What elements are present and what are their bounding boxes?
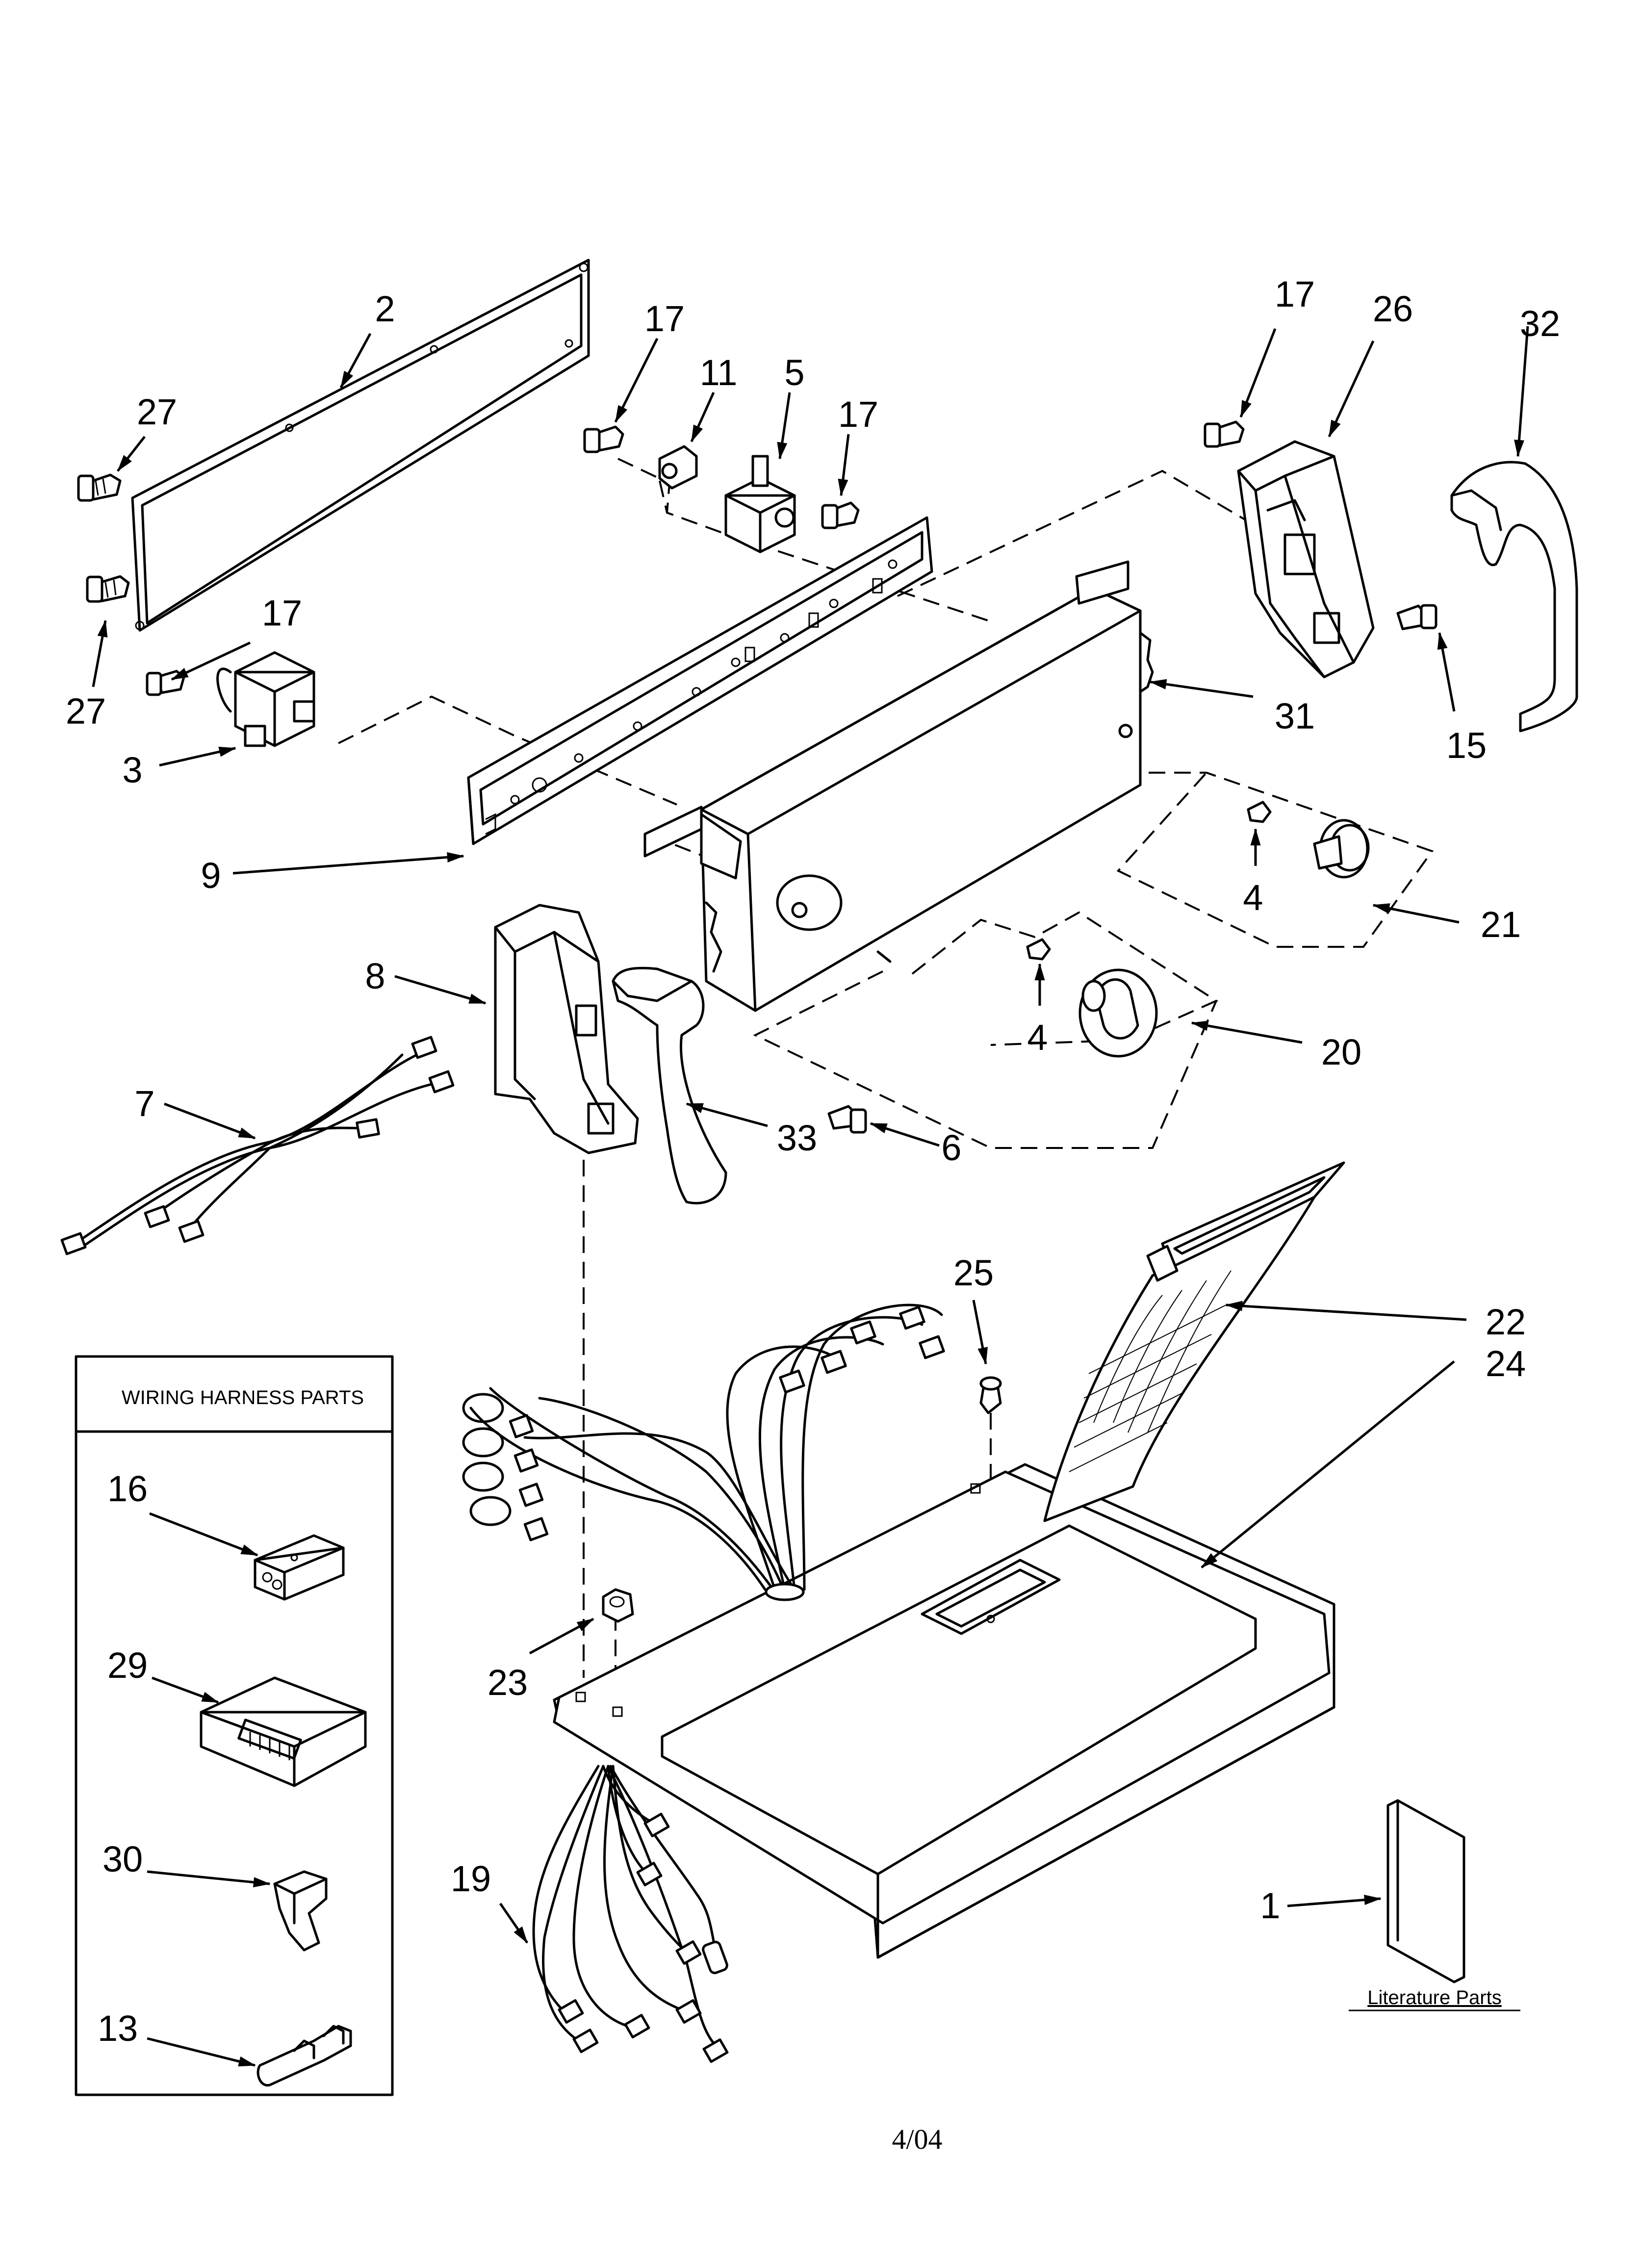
callout-3: 3 [122, 750, 142, 790]
part-27-screw-lower [86, 575, 130, 603]
callout-6: 6 [941, 1127, 961, 1168]
wiring-harness-parts-box [75, 1355, 394, 2096]
callout-25: 25 [953, 1252, 994, 1293]
part-19-wire-harness [532, 1765, 729, 2063]
part-11-clip [658, 445, 698, 490]
callout-30: 30 [103, 1839, 143, 1879]
callout-11: 11 [700, 352, 738, 393]
callout-32: 32 [1520, 303, 1560, 344]
part-1-literature [1386, 1799, 1465, 1983]
callout-31: 31 [1275, 696, 1315, 736]
callout-16: 16 [107, 1468, 148, 1509]
callout-29: 29 [107, 1645, 148, 1686]
part-4-clip-lower [1026, 938, 1051, 961]
callout-9: 9 [201, 855, 221, 896]
callout-labels: 2 27 27 17 3 9 17 11 5 17 17 26 32 15 31… [66, 274, 1560, 2155]
callout-23: 23 [487, 1662, 528, 1703]
part-20-knob [1078, 968, 1158, 1058]
callout-17-left: 17 [262, 593, 302, 633]
callout-33: 33 [777, 1118, 817, 1158]
footer-date: 4/04 [892, 2123, 942, 2155]
part-16-connector [254, 1534, 345, 1601]
part-5-switch [724, 455, 796, 553]
callout-20: 20 [1321, 1032, 1361, 1072]
callout-21: 21 [1481, 904, 1521, 945]
assembly-dashed-lines [338, 458, 1434, 1678]
part-9-console-bracket [467, 516, 933, 845]
callout-24: 24 [1486, 1343, 1526, 1384]
callout-19: 19 [451, 1858, 491, 1899]
callout-27-upper: 27 [137, 391, 177, 432]
part-17-screw-11 [583, 425, 624, 453]
callout-4-upper: 4 [1243, 877, 1263, 918]
part-3-switch [216, 651, 315, 747]
part-13-terminal [257, 2025, 352, 2086]
callout-26: 26 [1373, 288, 1413, 329]
part-7-wire-harness [60, 1036, 455, 1255]
wiring-box-title: WIRING HARNESS PARTS [122, 1387, 364, 1408]
callout-4-lower: 4 [1027, 1017, 1047, 1058]
main-wire-harness [462, 1303, 945, 1601]
part-22-lint-screen [1043, 1161, 1345, 1522]
callout-27-lower: 27 [66, 691, 106, 731]
part-15-screw [1396, 604, 1437, 630]
part-6-screw [827, 1105, 867, 1134]
callout-13: 13 [98, 2008, 138, 2049]
part-26-console-end-bracket [1237, 440, 1375, 678]
callout-8: 8 [365, 956, 385, 996]
callout-1: 1 [1260, 1885, 1280, 1926]
part-27-screw-upper [77, 473, 122, 502]
part-25-screw [979, 1376, 1002, 1414]
part-23-grommet [602, 1588, 634, 1623]
callout-17-right: 17 [1275, 274, 1315, 314]
callout-17-11: 17 [644, 298, 685, 339]
callout-22: 22 [1486, 1302, 1526, 1342]
part-30-clip [273, 1870, 328, 1952]
part-33-end-cap [612, 966, 727, 1204]
part-17-screw-left [146, 670, 185, 696]
part-24-top-panel [553, 1463, 1335, 1959]
part-8-console-end-bracket [494, 904, 639, 1154]
callout-15: 15 [1446, 725, 1487, 766]
part-29-terminal-block [200, 1676, 367, 1787]
callout-5: 5 [784, 352, 804, 393]
part-17-screw-26 [1204, 420, 1245, 448]
part-21-knob [1313, 819, 1370, 879]
callout-2: 2 [375, 288, 395, 329]
part-17-screw-5 [821, 501, 860, 529]
part-32-end-cap [1450, 461, 1578, 732]
literature-parts-label: Literature Parts [1367, 1987, 1501, 2008]
part-4-clip-upper [1247, 801, 1272, 823]
callout-17-5: 17 [838, 394, 878, 435]
leader-arrows [92, 326, 1529, 2067]
part-2-console-back-panel [131, 259, 590, 632]
part-31-console [643, 560, 1154, 1012]
callout-7: 7 [134, 1083, 154, 1124]
